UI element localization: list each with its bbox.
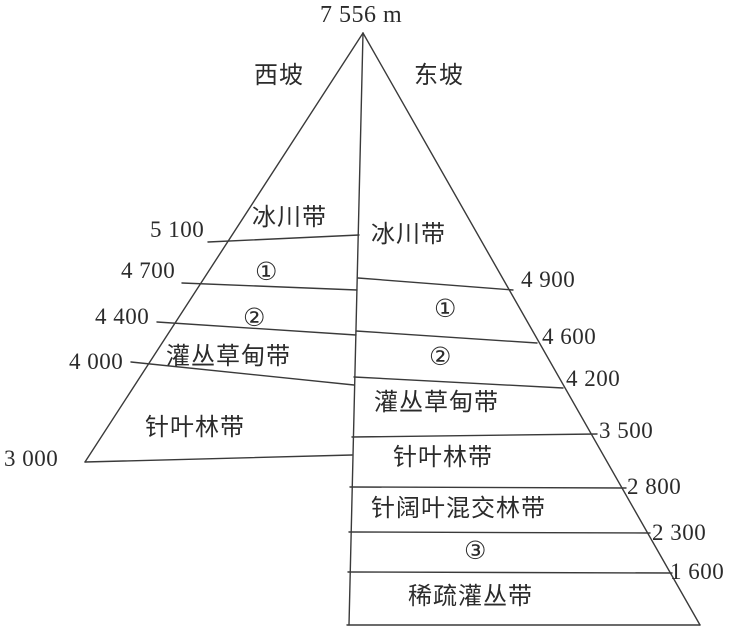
east-band-circled-one-label: ①: [434, 294, 457, 323]
west-base-line: [84, 454, 353, 463]
summit-elevation-label: 7 556 m: [320, 2, 403, 28]
west-band-circled-one-label: ①: [255, 257, 278, 286]
east-slope-name: 东坡: [414, 61, 464, 89]
east-elevation-4200: 4 200: [566, 366, 621, 391]
west-elevation-5100: 5 100: [150, 217, 205, 242]
west-band-circled-two-label: ②: [243, 303, 266, 332]
west-band-conifer-label: 针叶林带: [145, 413, 245, 441]
east-elevation-4900: 4 900: [521, 267, 576, 292]
east-elevation-2800: 2 800: [627, 474, 682, 499]
east-band-mixed-forest-label: 针阔叶混交林带: [371, 494, 546, 522]
east-divider-4200: [353, 376, 564, 389]
west-slope-name: 西坡: [254, 61, 304, 89]
east-divider-2300: [348, 531, 651, 534]
east-divider-4600: [355, 330, 538, 344]
west-elevation-3000: 3 000: [4, 446, 59, 471]
west-divider-5100: [207, 234, 360, 243]
east-elevation-2300: 2 300: [652, 520, 707, 545]
east-divider-3500: [351, 433, 598, 438]
ridge-divide-line: [348, 32, 364, 626]
east-band-glacier-label: 冰川带: [371, 220, 446, 248]
west-elevation-4400: 4 400: [95, 304, 150, 329]
east-divider-4900: [357, 277, 514, 291]
east-slope-line: [362, 32, 701, 626]
east-divider-1600: [347, 571, 673, 574]
west-band-glacier-label: 冰川带: [252, 203, 327, 231]
east-band-sparse-shrub-label: 稀疏灌丛带: [408, 582, 533, 610]
west-elevation-4700: 4 700: [121, 258, 176, 283]
east-divider-2800: [349, 486, 627, 489]
east-band-circled-three-label: ③: [464, 536, 487, 565]
west-divider-4700: [181, 282, 358, 291]
east-elevation-4600: 4 600: [542, 324, 597, 349]
west-band-shrub-meadow-label: 灌丛草甸带: [166, 342, 291, 370]
west-slope-line: [84, 32, 364, 463]
east-elevation-1600: 1 600: [670, 559, 725, 584]
west-divider-4000: [130, 361, 355, 386]
east-elevation-3500: 3 500: [599, 418, 654, 443]
east-band-shrub-meadow-label: 灌丛草甸带: [374, 388, 499, 416]
east-band-conifer-label: 针叶林带: [393, 443, 493, 471]
west-divider-4400: [156, 321, 357, 336]
east-band-circled-two-label: ②: [429, 342, 452, 371]
west-elevation-4000: 4 000: [69, 349, 124, 374]
